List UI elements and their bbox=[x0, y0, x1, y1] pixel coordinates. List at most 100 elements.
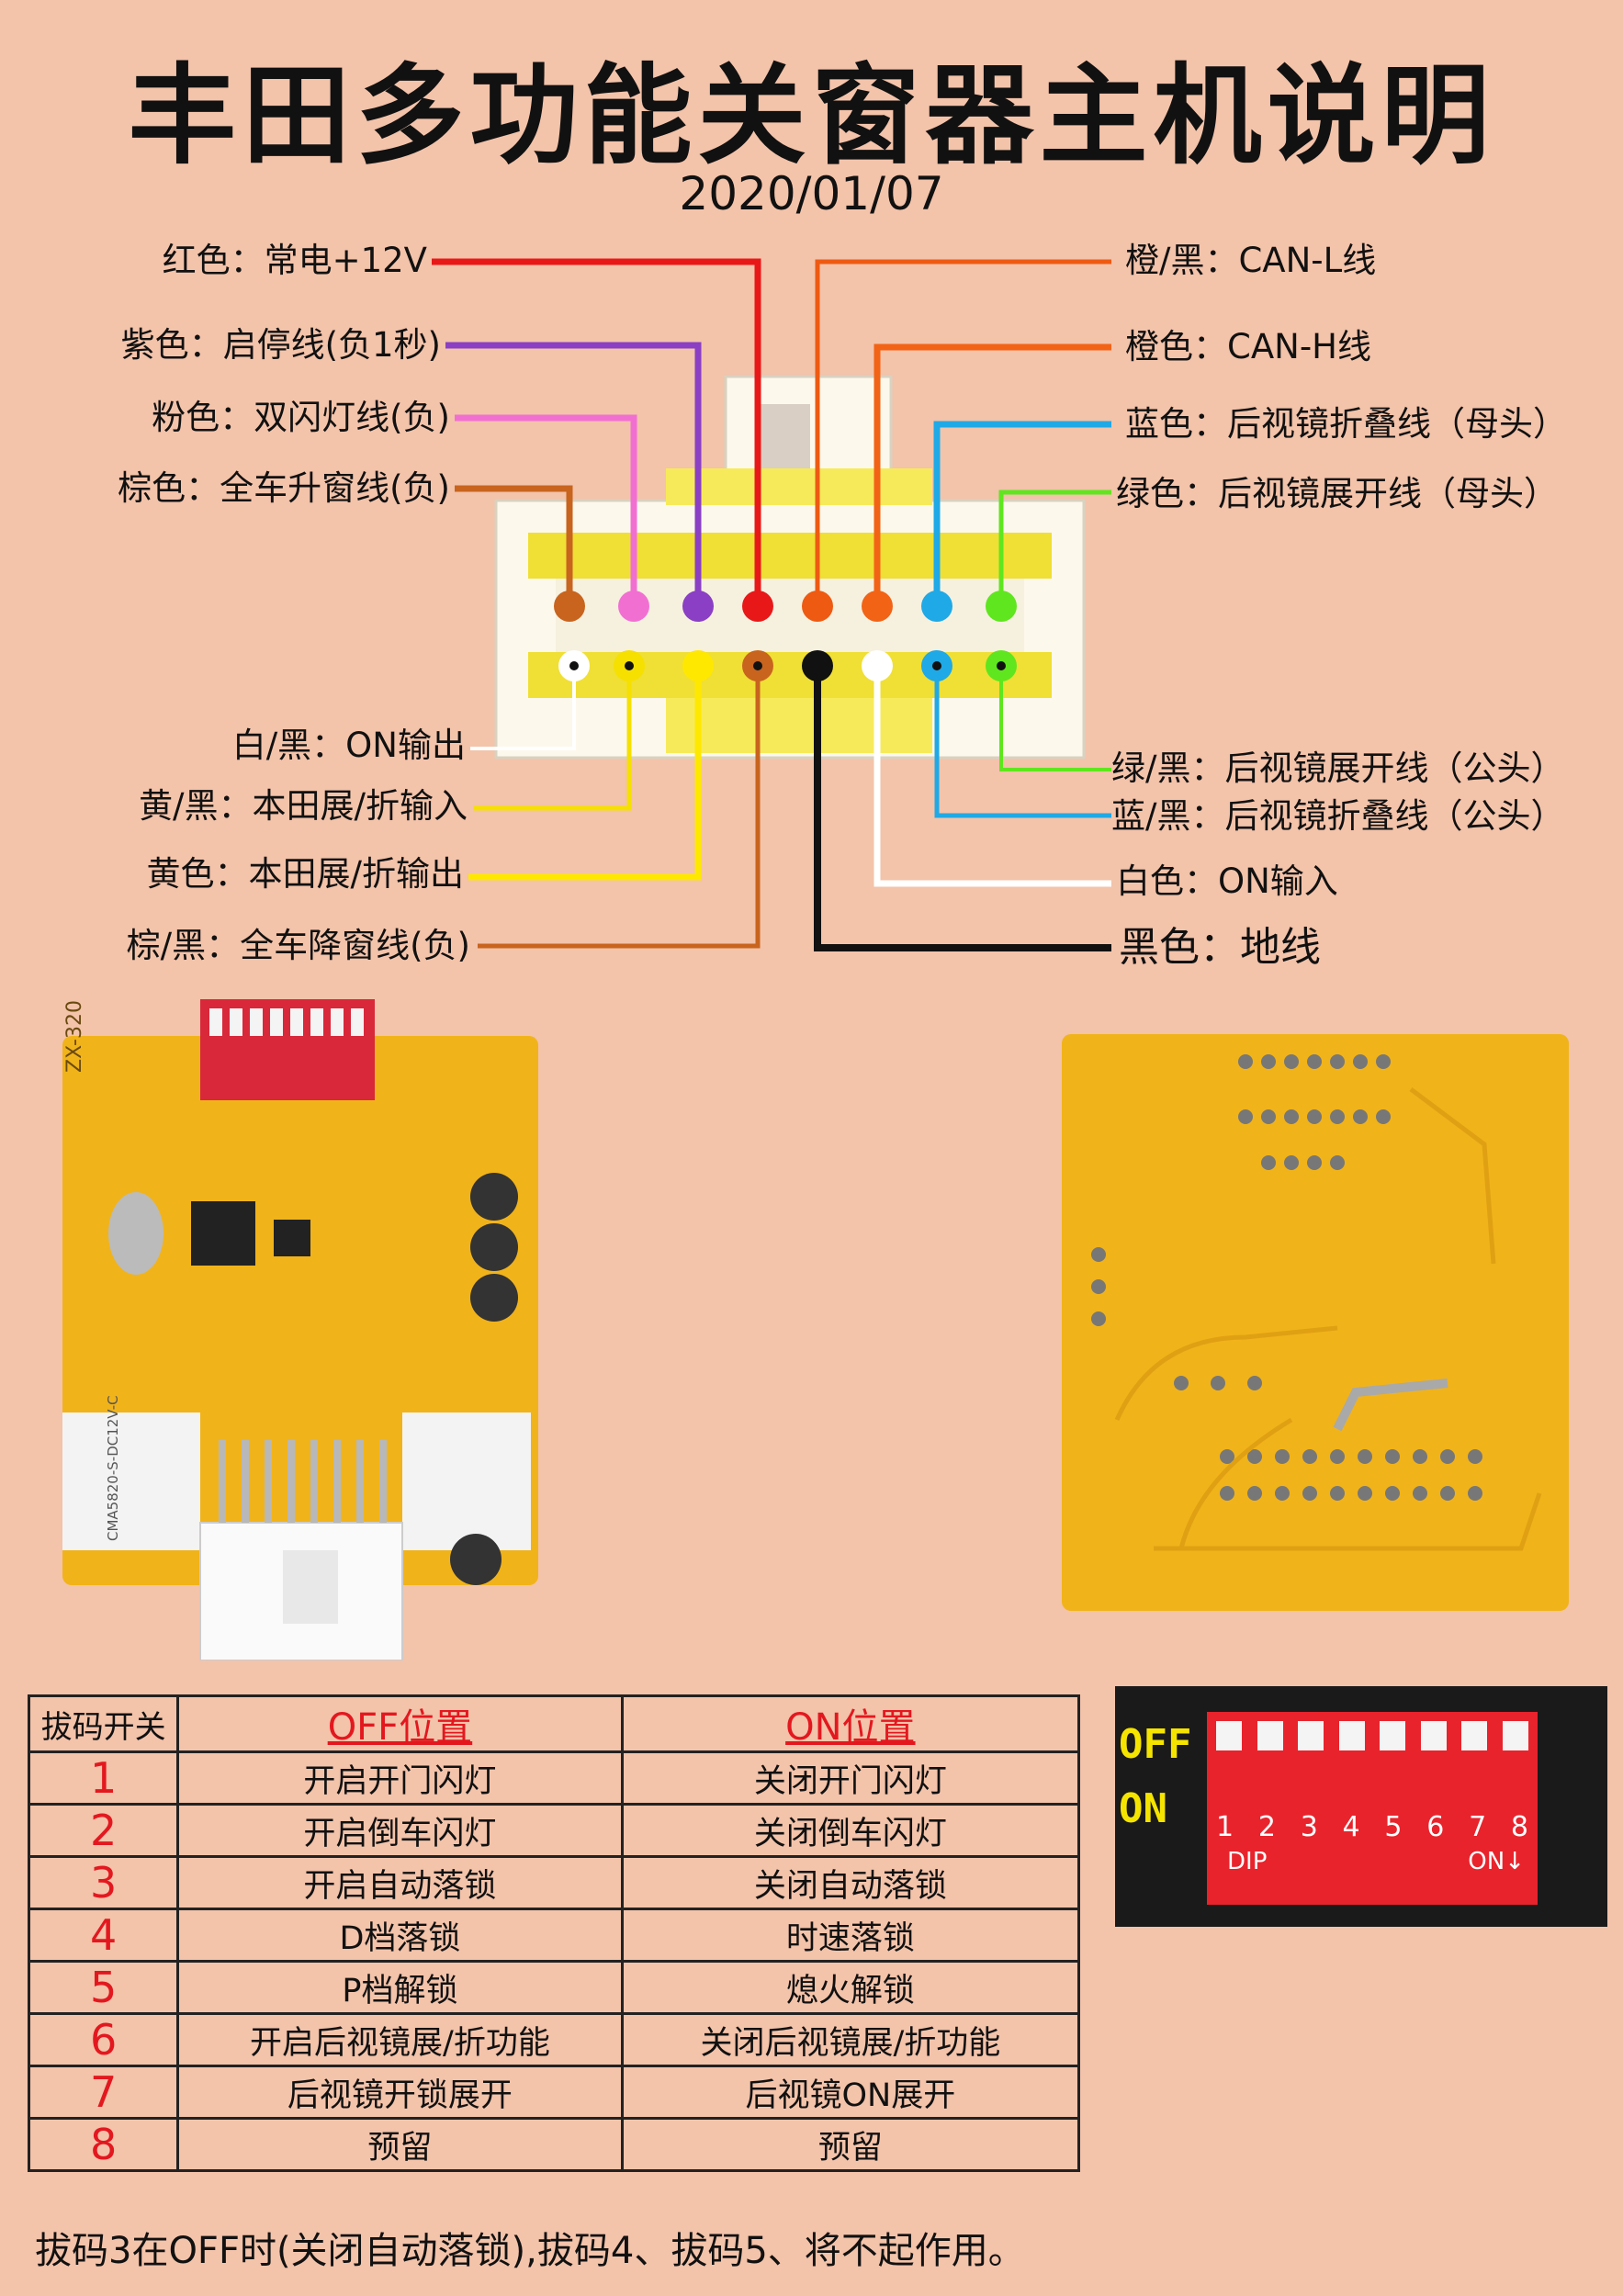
footnote: 拔码3在OFF时(关闭自动落锁),拔码4、拔码5、将不起作用。 bbox=[35, 2230, 1025, 2272]
off-cell: D档落锁 bbox=[176, 1908, 624, 1963]
pcb-front-photo: ZX-3201-A CMA5820-S-DC12V-C bbox=[62, 999, 538, 1660]
on-cell: 关闭倒车闪灯 bbox=[620, 1803, 1081, 1858]
on-cell: 时速落锁 bbox=[620, 1908, 1081, 1963]
wire-yellow-black bbox=[473, 666, 632, 811]
off-position-label: OFF bbox=[1119, 1721, 1192, 1768]
pin-orange-black bbox=[802, 591, 833, 622]
on-cell: 关闭开门闪灯 bbox=[620, 1750, 1081, 1806]
dip-toggle bbox=[1298, 1721, 1324, 1750]
pin-red bbox=[742, 591, 773, 622]
on-cell: 后视镜ON展开 bbox=[620, 2065, 1081, 2120]
on-cell: 关闭自动落锁 bbox=[620, 1855, 1081, 1910]
wire-purple bbox=[445, 342, 702, 606]
dip-switch-photo: OFF ON 1 2 3 4 5 6 7 8 DIP ON↓ bbox=[1115, 1686, 1607, 1927]
wire-label-red: 红色：常电+12V bbox=[162, 241, 427, 280]
page-title: 丰田多功能关窗器主机说明 bbox=[128, 52, 1495, 179]
pin-yellow bbox=[682, 650, 714, 681]
connector-body bbox=[494, 375, 1086, 760]
svg-text:ZX-3201-A: ZX-3201-A bbox=[63, 999, 86, 1073]
wire-pink bbox=[455, 414, 637, 606]
off-cell: P档解锁 bbox=[176, 1960, 624, 2015]
dip-number: 8 bbox=[1510, 1811, 1528, 1843]
svg-text:CMA5820-S-DC12V-C: CMA5820-S-DC12V-C bbox=[105, 1395, 121, 1541]
pin-white bbox=[862, 650, 893, 681]
dip-toggle bbox=[1380, 1721, 1406, 1750]
dip-number: 6 bbox=[1426, 1811, 1445, 1843]
wire-label-yellow-black: 黄/黑：本田展/折输入 bbox=[139, 786, 468, 826]
pin-pink bbox=[618, 591, 649, 622]
dip-toggle bbox=[1461, 1721, 1488, 1750]
wire-label-white-black: 白/黑：ON输出 bbox=[231, 726, 466, 765]
wire-label-brown-black: 棕/黑：全车降窗线(负) bbox=[126, 926, 470, 965]
wire-white bbox=[873, 666, 1111, 887]
dip-number: 3 bbox=[1300, 1811, 1318, 1843]
dip-number: 1 bbox=[1216, 1811, 1234, 1843]
table-header-row: 拔码开关 OFF位置 ON位置 bbox=[27, 1694, 1081, 1753]
dip-number: 2 bbox=[1257, 1811, 1276, 1843]
wire-label-pink: 粉色：双闪灯线(负) bbox=[152, 398, 450, 437]
wire-label-blue: 蓝色：后视镜折叠线（母头） bbox=[1125, 404, 1567, 444]
dip-toggle bbox=[1338, 1721, 1365, 1750]
dip-switch-body: 1 2 3 4 5 6 7 8 DIP ON↓ bbox=[1207, 1712, 1538, 1905]
wire-label-white: 白色：ON输入 bbox=[1116, 861, 1338, 901]
wire-white-black bbox=[470, 666, 576, 750]
wire-black bbox=[814, 666, 1111, 951]
pin-black bbox=[802, 650, 833, 681]
pcb-back-photo bbox=[1062, 1034, 1569, 1611]
pin-blue bbox=[921, 591, 952, 622]
wire-orange-black bbox=[815, 259, 1111, 606]
switch-number: 7 bbox=[27, 2065, 180, 2120]
wire-label-black: 黑色：地线 bbox=[1119, 924, 1321, 971]
switch-number: 1 bbox=[27, 1750, 180, 1806]
off-cell: 开启自动落锁 bbox=[176, 1855, 624, 1910]
header-switch: 拔码开关 bbox=[27, 1694, 180, 1753]
dip-number: 5 bbox=[1384, 1811, 1403, 1843]
switch-number: 3 bbox=[27, 1855, 180, 1910]
wire-label-orange-black: 橙/黑：CAN-L线 bbox=[1125, 241, 1377, 280]
pin-green bbox=[986, 591, 1017, 622]
header-off: OFF位置 bbox=[176, 1694, 624, 1753]
pin-purple bbox=[682, 591, 714, 622]
wire-blue bbox=[933, 421, 1111, 606]
off-cell: 开启后视镜展/折功能 bbox=[176, 2012, 624, 2067]
wire-blue-black bbox=[934, 666, 1111, 818]
wire-label-purple: 紫色：启停线(负1秒) bbox=[120, 325, 441, 365]
dip-toggle bbox=[1502, 1721, 1528, 1750]
wire-label-blue-black: 蓝/黑：后视镜折叠线（公头） bbox=[1111, 796, 1565, 836]
switch-number: 5 bbox=[27, 1960, 180, 2015]
wire-label-yellow: 黄色：本田展/折输出 bbox=[146, 854, 464, 894]
wire-yellow bbox=[468, 666, 702, 881]
dip-toggle bbox=[1257, 1721, 1283, 1750]
date-label: 2020/01/07 bbox=[679, 167, 944, 220]
off-cell: 开启开门闪灯 bbox=[176, 1750, 624, 1806]
switch-number: 8 bbox=[27, 2117, 180, 2172]
off-cell: 后视镜开锁展开 bbox=[176, 2065, 624, 2120]
on-cell: 关闭后视镜展/折功能 bbox=[620, 2012, 1081, 2067]
switch-number: 6 bbox=[27, 2012, 180, 2067]
wire-label-orange: 橙色：CAN-H线 bbox=[1125, 327, 1371, 366]
dip-toggle bbox=[1420, 1721, 1447, 1750]
wire-label-brown: 棕色：全车升窗线(负) bbox=[118, 468, 450, 508]
switch-number: 2 bbox=[27, 1803, 180, 1858]
wire-orange bbox=[873, 343, 1111, 606]
pin-orange bbox=[862, 591, 893, 622]
switch-number: 4 bbox=[27, 1908, 180, 1963]
wire-red bbox=[432, 258, 761, 606]
dip-text: DIP bbox=[1227, 1848, 1268, 1875]
dip-number: 7 bbox=[1469, 1811, 1487, 1843]
on-position-label: ON bbox=[1119, 1785, 1167, 1832]
off-cell: 预留 bbox=[176, 2117, 624, 2172]
wire-green-black bbox=[999, 666, 1111, 771]
on-cell: 熄火解锁 bbox=[620, 1960, 1081, 2015]
wire-green bbox=[998, 490, 1111, 606]
connector-wiring-diagram bbox=[432, 258, 1111, 951]
dip-number: 4 bbox=[1342, 1811, 1360, 1843]
